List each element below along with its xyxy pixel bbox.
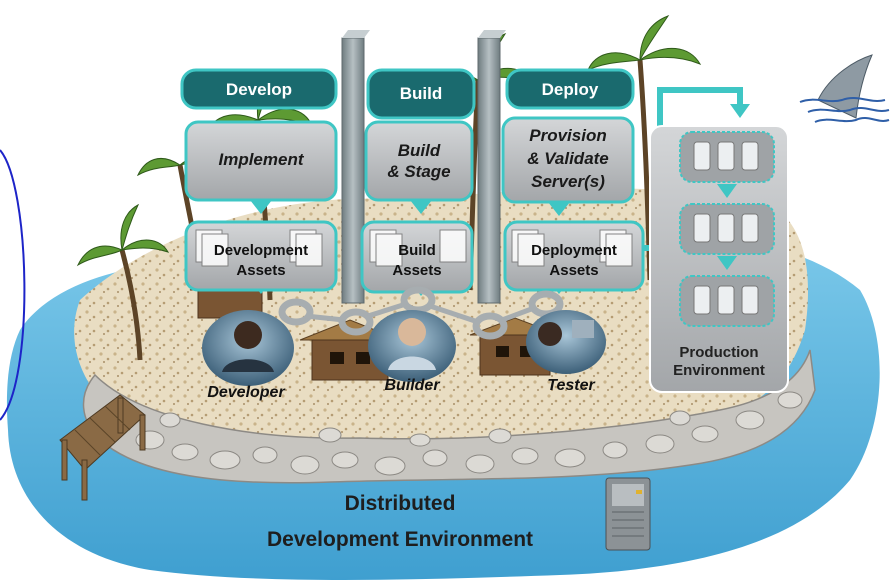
- pillar-right: [477, 37, 501, 304]
- environment-title-line1: Distributed: [344, 492, 456, 515]
- builder-label: Builder: [384, 377, 440, 394]
- deploy-header: [505, 68, 635, 110]
- development-assets-line1: Development: [213, 242, 309, 259]
- build-label: Build: [399, 84, 443, 103]
- deployment-assets-line2: Assets: [549, 262, 599, 279]
- production-line1: Production: [679, 344, 759, 361]
- environment-title-line2: Development Environment: [266, 528, 534, 551]
- build-activity-line2: & Stage: [387, 162, 451, 181]
- tower-server-icon: [605, 477, 651, 551]
- server-group-arrows: [717, 184, 737, 270]
- build-header: [366, 68, 476, 120]
- development-assets-line2: Assets: [236, 262, 286, 279]
- builder-avatar: [368, 310, 456, 382]
- provision-line3: Server(s): [531, 172, 605, 191]
- build-assets-line1: Build: [398, 242, 436, 259]
- dock: [59, 394, 146, 501]
- deploy-label: Deploy: [541, 80, 599, 99]
- developer-label: Developer: [207, 384, 285, 401]
- document-stack-icons: [195, 229, 633, 267]
- tester-avatar: [526, 310, 606, 374]
- tester-label: Tester: [547, 377, 595, 394]
- develop-header: [180, 68, 338, 110]
- provision-line1: Provision: [529, 126, 607, 145]
- server-icons: [693, 141, 759, 315]
- build-stage-box: [364, 120, 474, 202]
- build-activity-line1: Build: [397, 141, 441, 160]
- blue-arc: [0, 149, 26, 421]
- deployment-assets-line1: Deployment: [531, 242, 617, 259]
- shark-fin-icon: [799, 54, 890, 123]
- implement-label: Implement: [218, 150, 304, 169]
- provision-line2: & Validate: [527, 149, 609, 168]
- chain-links: [278, 286, 564, 340]
- develop-label: Develop: [225, 80, 293, 99]
- production-line2: Environment: [673, 362, 765, 379]
- build-assets-line2: Assets: [392, 262, 442, 279]
- developer-avatar: [202, 310, 294, 386]
